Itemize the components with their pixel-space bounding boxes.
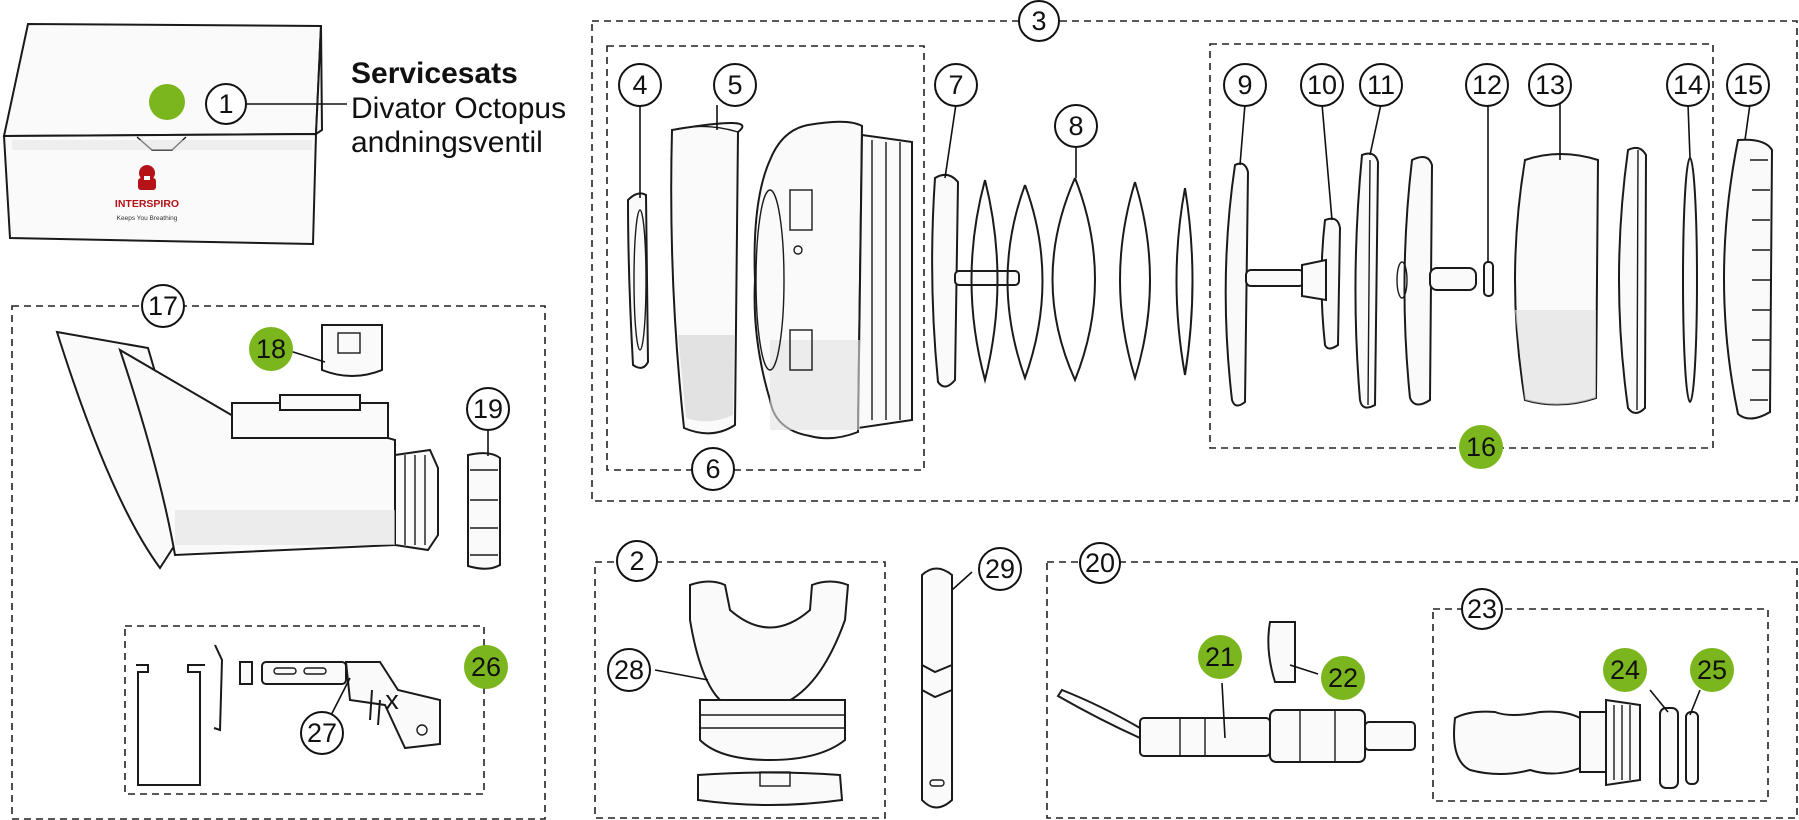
callout-24: 24 [1603,648,1647,692]
svg-text:19: 19 [473,394,503,424]
part-24-ring [1659,707,1679,789]
callout-7: 7 [934,63,978,107]
svg-text:6: 6 [705,454,720,484]
svg-text:11: 11 [1367,70,1395,100]
svg-text:21: 21 [1205,642,1235,672]
small-x-mark: x [385,685,399,715]
valve-housing [753,120,913,440]
hose-clamp [697,771,844,806]
part-13-cylinder [1514,153,1600,406]
svg-text:4: 4 [632,70,647,100]
brand-tagline: Keeps You Breathing [117,215,178,222]
svg-text:27: 27 [307,718,337,748]
kit-highlight-dot [149,84,185,120]
callout-16: 16 [1459,425,1503,469]
svg-text:29: 29 [985,554,1015,584]
svg-text:15: 15 [1733,70,1763,100]
svg-text:9: 9 [1237,70,1252,100]
callout-25: 25 [1690,648,1734,692]
part-15-threaded-ring [1723,138,1774,420]
part-17-valve-body [55,330,439,570]
backing-ring [1618,146,1648,414]
part-25-ring [1685,711,1699,785]
kit-title: Servicesats [351,57,518,90]
svg-text:24: 24 [1610,655,1640,685]
callout-15: 15 [1726,63,1770,107]
part-4-cover-disc [626,192,650,369]
piston-disc [1396,155,1477,406]
svg-text:3: 3 [1031,6,1046,36]
callout-2: 2 [616,540,658,582]
callout-13: 13 [1528,63,1572,107]
callout-17: 17 [141,284,185,328]
part-14-o-ring [1682,157,1698,403]
svg-text:14: 14 [1673,70,1703,100]
callout-28: 28 [607,648,651,692]
part-5-front-ring [670,121,744,435]
svg-text:20: 20 [1085,548,1115,578]
callout-20: 20 [1079,542,1121,584]
kit-name-line1: Divator Octopus [351,92,566,125]
part-19-nut [467,452,501,570]
part-28-mouthpiece [689,580,850,762]
callout-19: 19 [466,387,510,431]
svg-text:5: 5 [727,70,742,100]
callout-3: 3 [1018,0,1060,42]
part-8-spring [970,177,1194,384]
group-box-20 [1046,561,1798,819]
svg-text:22: 22 [1328,663,1358,693]
callout-8: 8 [1054,104,1098,148]
part-9-seat [1224,162,1305,407]
callout-21: 21 [1198,635,1242,679]
callout-1: 1 [205,83,247,125]
callout-6: 6 [691,447,735,491]
part-7-diaphragm [931,173,1020,388]
callout-22: 22 [1321,656,1365,700]
group-box-6 [606,45,925,471]
part-26-clip-set [136,644,441,786]
svg-text:16: 16 [1466,432,1496,462]
svg-text:8: 8 [1068,111,1083,141]
callout-9: 9 [1223,63,1267,107]
svg-text:2: 2 [629,546,644,576]
callout-5: 5 [713,63,757,107]
callout-11: 11 [1359,63,1403,107]
part-11-housing-plate [1354,152,1380,409]
svg-text:12: 12 [1472,70,1502,100]
svg-text:28: 28 [614,655,644,685]
callout-26: 26 [464,645,508,689]
svg-text:13: 13 [1535,70,1565,100]
callout-18: 18 [249,327,293,371]
part-23-cartridge [1453,698,1641,787]
svg-text:26: 26 [471,652,501,682]
callout-27: 27 [300,711,344,755]
svg-text:1: 1 [218,89,233,119]
service-kit-box: INTERSPIRO Keeps You Breathing [2,22,324,246]
group-box-3 [591,20,1798,502]
callout-29: 29 [978,547,1022,591]
svg-text:18: 18 [256,334,286,364]
brand-name: INTERSPIRO [115,198,179,210]
part-22-sleeve [1267,621,1296,683]
callout-14: 14 [1666,63,1710,107]
part-20-lever-valve [1056,688,1416,763]
part-29-strap [921,567,953,809]
interspiro-logo: INTERSPIRO Keeps You Breathing [115,165,179,222]
part-12-small-o-ring [1483,261,1494,297]
callout-4: 4 [618,63,662,107]
part-18-cap [321,324,383,377]
part-10-small-valve [1301,217,1342,350]
svg-text:7: 7 [948,70,963,100]
callout-12: 12 [1465,63,1509,107]
callout-10: 10 [1300,63,1344,107]
svg-text:25: 25 [1697,655,1727,685]
svg-text:17: 17 [148,291,178,321]
group-box-2 [594,561,886,819]
kit-name-line2: andningsventil [351,126,543,159]
svg-text:23: 23 [1467,594,1497,624]
svg-text:10: 10 [1307,70,1337,100]
callout-23: 23 [1461,588,1503,630]
group-box-17 [11,305,546,820]
